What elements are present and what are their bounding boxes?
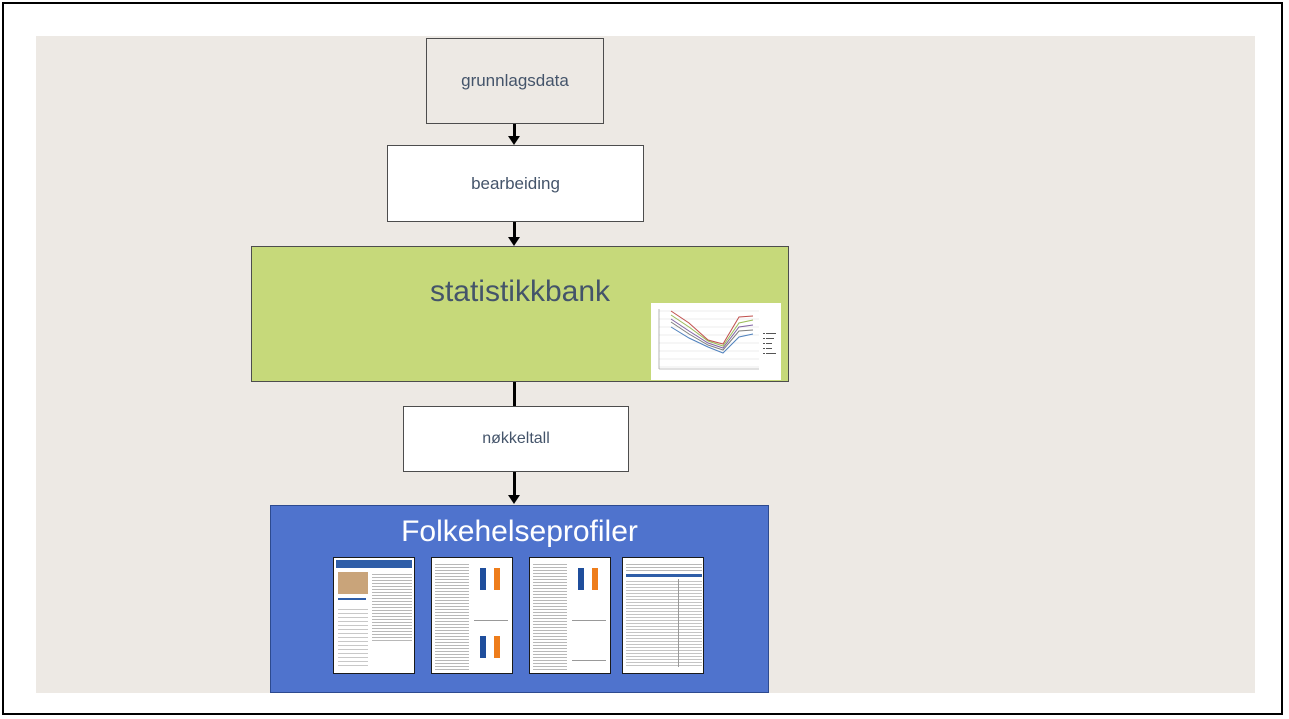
arrow-4-shaft <box>513 472 516 496</box>
arrow-3-shaft <box>513 382 516 406</box>
bearbeiding-box: bearbeiding <box>387 145 644 222</box>
nokkeltall-label: nøkkeltall <box>482 430 550 447</box>
grunnlagsdata-label: grunnlagsdata <box>461 71 569 90</box>
chart-thumbnail <box>651 303 781 380</box>
nokkeltall-box: nøkkeltall <box>403 406 629 472</box>
arrow-2-shaft <box>513 222 516 237</box>
profile-page-2-thumbnail <box>431 557 513 674</box>
arrow-4-head <box>508 495 520 504</box>
folkehelseprofiler-label: Folkehelseprofiler <box>401 515 638 548</box>
statistikkbank-label: statistikkbank <box>429 275 611 308</box>
arrow-1-shaft <box>513 124 516 136</box>
arrow-2-head <box>508 237 520 246</box>
line-chart-image <box>651 303 781 380</box>
profile-page-4-thumbnail <box>622 557 704 674</box>
arrow-1-head <box>508 136 520 145</box>
profile-page-1-thumbnail <box>333 557 415 674</box>
profile-page-3-thumbnail <box>529 557 611 674</box>
grunnlagsdata-box: grunnlagsdata <box>426 38 604 124</box>
bearbeiding-label: bearbeiding <box>471 173 560 193</box>
